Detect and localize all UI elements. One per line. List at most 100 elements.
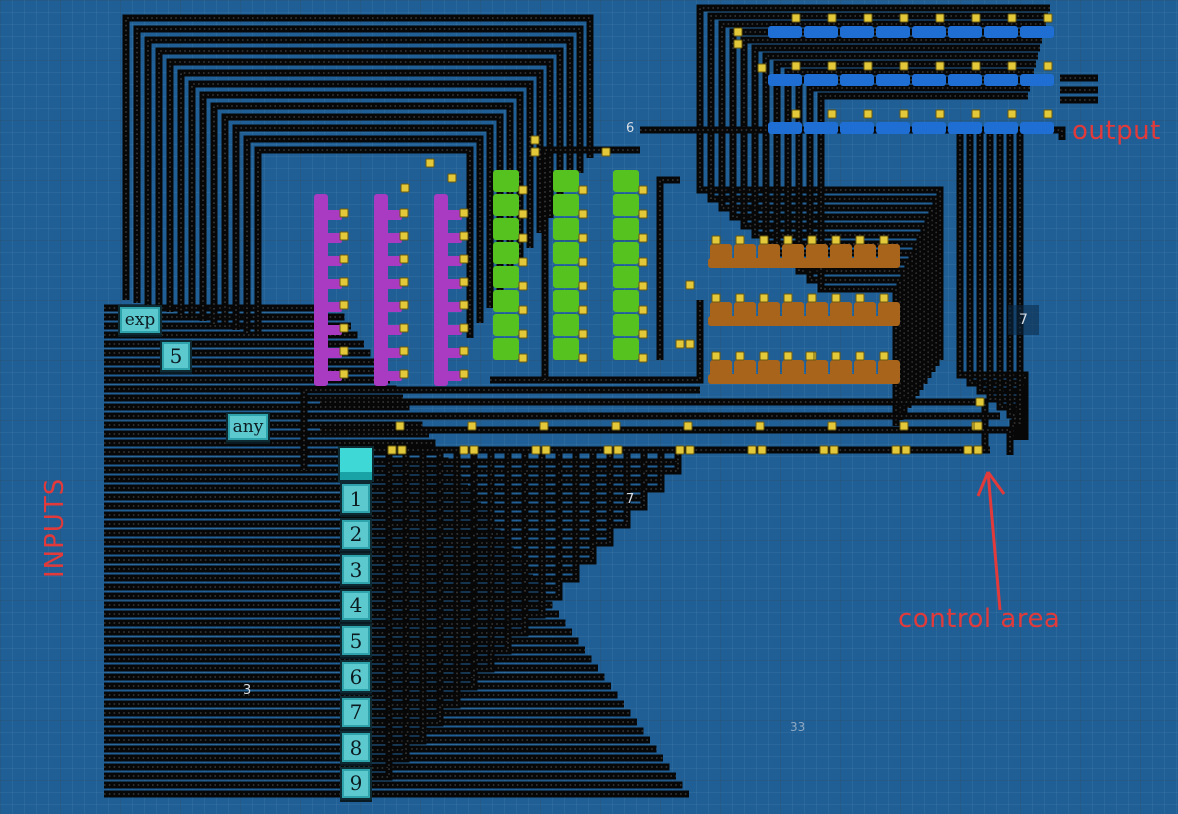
blue-gate xyxy=(840,122,874,134)
junction-node xyxy=(711,351,721,361)
five-block[interactable]: 5 xyxy=(160,340,192,372)
green-gate xyxy=(553,170,579,192)
green-gate xyxy=(493,242,519,264)
junction-node xyxy=(339,208,349,218)
orange-gate-base xyxy=(708,258,900,268)
junction-node xyxy=(791,109,801,119)
junction-node xyxy=(711,293,721,303)
green-gate xyxy=(613,290,639,312)
junction-node xyxy=(530,147,540,157)
junction-node xyxy=(339,346,349,356)
blue-gate xyxy=(948,122,982,134)
green-gate xyxy=(613,314,639,336)
junction-node xyxy=(805,351,815,361)
junction-node xyxy=(831,235,841,245)
wire-trace xyxy=(125,17,591,300)
junction-node xyxy=(827,109,837,119)
junction-node xyxy=(518,209,528,219)
junction-node xyxy=(459,277,469,287)
junction-node xyxy=(578,305,588,315)
magenta-gate xyxy=(380,256,402,266)
junction-node xyxy=(791,13,801,23)
wire-trace xyxy=(721,23,1046,372)
keypad-head xyxy=(338,446,374,482)
junction-node xyxy=(791,61,801,71)
wire-trace xyxy=(136,28,581,303)
junction-node xyxy=(831,293,841,303)
magenta-gate xyxy=(440,325,462,335)
blue-gate xyxy=(840,74,874,86)
magenta-gate xyxy=(440,233,462,243)
wire-trace xyxy=(809,87,1030,420)
orange-gate-base xyxy=(708,316,900,326)
junction-node xyxy=(399,369,409,379)
junction-node xyxy=(685,445,695,455)
wire xyxy=(372,750,410,772)
junction-node xyxy=(613,445,623,455)
junction-node xyxy=(459,208,469,218)
junction-node xyxy=(1043,109,1053,119)
junction-node xyxy=(518,353,528,363)
junction-node xyxy=(963,445,973,455)
wire-trace xyxy=(820,95,1028,426)
green-gate xyxy=(553,290,579,312)
junction-node xyxy=(469,445,479,455)
junction-node xyxy=(879,235,889,245)
junction-node xyxy=(578,353,588,363)
junction-node xyxy=(783,235,793,245)
keypad-key-5[interactable]: 5 xyxy=(340,624,372,658)
wire xyxy=(232,124,494,330)
junction-node xyxy=(1043,61,1053,71)
junction-node xyxy=(819,445,829,455)
junction-node xyxy=(399,277,409,287)
green-gate xyxy=(493,170,519,192)
control-area-arrow xyxy=(976,471,1006,611)
junction-node xyxy=(339,300,349,310)
junction-node xyxy=(638,305,648,315)
junction-node xyxy=(459,346,469,356)
wire-trace xyxy=(372,678,475,733)
blue-gate xyxy=(912,74,946,86)
output-label: output xyxy=(1072,116,1161,146)
wire-trace xyxy=(372,453,390,463)
exp-block[interactable]: exp xyxy=(118,305,162,335)
orange-gate-base xyxy=(708,374,900,384)
junction-node xyxy=(783,293,793,303)
wire xyxy=(144,36,574,306)
junction-node xyxy=(807,235,817,245)
junction-node xyxy=(935,109,945,119)
keypad-key-9[interactable]: 9 xyxy=(340,766,372,800)
junction-node xyxy=(1007,61,1017,71)
keypad-key-8[interactable]: 8 xyxy=(340,731,372,765)
keypad-key-6[interactable]: 6 xyxy=(340,660,372,693)
keypad-key-1[interactable]: 1 xyxy=(340,482,372,515)
junction-node xyxy=(518,305,528,315)
green-gate xyxy=(493,314,519,336)
green-gate xyxy=(493,266,519,288)
junction-node xyxy=(807,293,817,303)
junction-node xyxy=(971,13,981,23)
keypad-key-7[interactable]: 7 xyxy=(340,695,372,729)
magenta-gate xyxy=(320,325,342,335)
junction-node xyxy=(459,369,469,379)
junction-node xyxy=(759,235,769,245)
keypad-key-2[interactable]: 2 xyxy=(340,517,372,551)
wire-trace xyxy=(372,453,679,616)
junction-node xyxy=(399,208,409,218)
junction-node xyxy=(399,231,409,241)
marker-left-bottom: 3 xyxy=(243,683,252,698)
junction-node xyxy=(891,445,901,455)
blue-gate xyxy=(912,26,946,38)
blue-gate xyxy=(804,122,838,134)
junction-node xyxy=(578,209,588,219)
blue-gate xyxy=(804,26,838,38)
junction-node xyxy=(638,329,648,339)
magenta-gate xyxy=(320,279,342,289)
junction-node xyxy=(578,329,588,339)
junction-node xyxy=(971,61,981,71)
keypad-key-3[interactable]: 3 xyxy=(340,553,372,587)
junction-node xyxy=(447,173,457,183)
keypad-key-4[interactable]: 4 xyxy=(340,588,372,622)
any-block[interactable]: any xyxy=(226,412,270,442)
